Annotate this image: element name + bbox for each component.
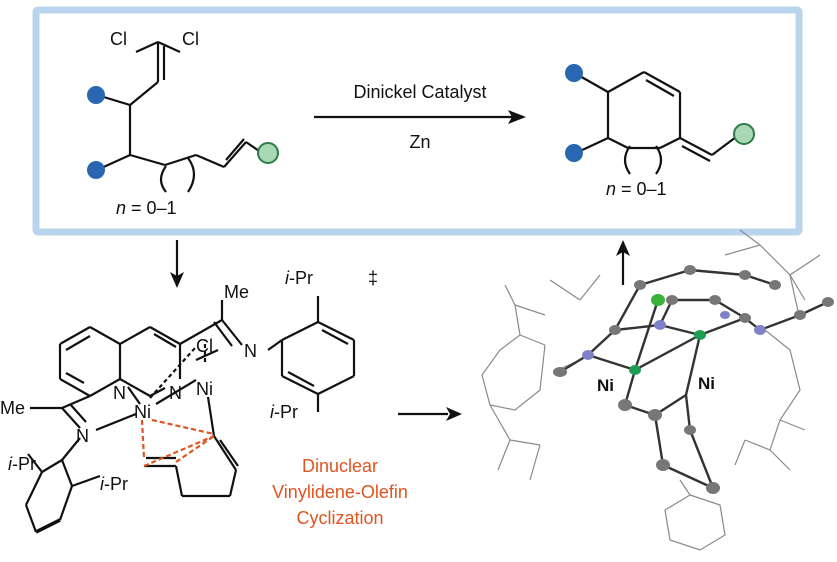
ts-n-imine-left: N [76,426,89,446]
reaction-box [32,6,803,236]
ts-cl: Cl [196,336,213,356]
ts-caption-line-1: Dinuclear [302,456,378,476]
ts-caption-line-2: Vinylidene-Olefin [272,482,408,502]
reaction-arrow [314,110,526,124]
reactant-blue-dot-1 [87,86,105,104]
crystal-ni-right: Ni [698,374,715,393]
product-structure [577,71,737,175]
ts-forming-bonds [140,418,215,468]
crystal-wireframe [481,229,821,551]
reactant-green-dot [257,142,279,164]
reactant-cl-1: Cl [110,29,127,49]
crystal-atoms [553,265,834,494]
ts-ipr-right: i-Pr [270,402,298,422]
ts-me-left: Me [0,398,25,418]
reactant-structure [96,40,263,193]
ts-ipr-left-2: i-Pr [100,474,128,494]
ts-me-right: Me [224,282,249,302]
product-blue-dot-1 [565,64,583,82]
down-arrow [170,240,184,288]
product-n-range: n = 0–1 [606,179,667,199]
product-blue-dot-2 [565,144,583,162]
reactant-n-range: n = 0–1 [116,198,177,218]
arrow-label-reductant: Zn [409,132,430,152]
ts-ni-left: Ni [134,402,151,422]
ts-to-crystal-arrow [398,407,462,421]
arrow-label-catalyst: Dinickel Catalyst [353,82,486,102]
crystal-ni-left: Ni [597,376,614,395]
ts-caption-line-3: Cyclization [296,508,383,528]
ts-ni-right: Ni [196,379,213,399]
ts-ipr-left-1: i-Pr [8,454,36,474]
reactant-cl-2: Cl [182,29,199,49]
product-green-dot [733,123,755,145]
reactant-blue-dot-2 [87,161,105,179]
ts-n-naph-left: N [113,383,126,403]
up-arrow [616,240,630,285]
ts-dagger: ‡ [368,268,378,288]
ts-structure [24,296,356,534]
ts-n-imine-right: N [244,341,257,361]
ts-ipr-top: i-Pr [285,268,313,288]
crystal-bonds [559,268,829,490]
ts-n-naph-right: N [169,383,182,403]
